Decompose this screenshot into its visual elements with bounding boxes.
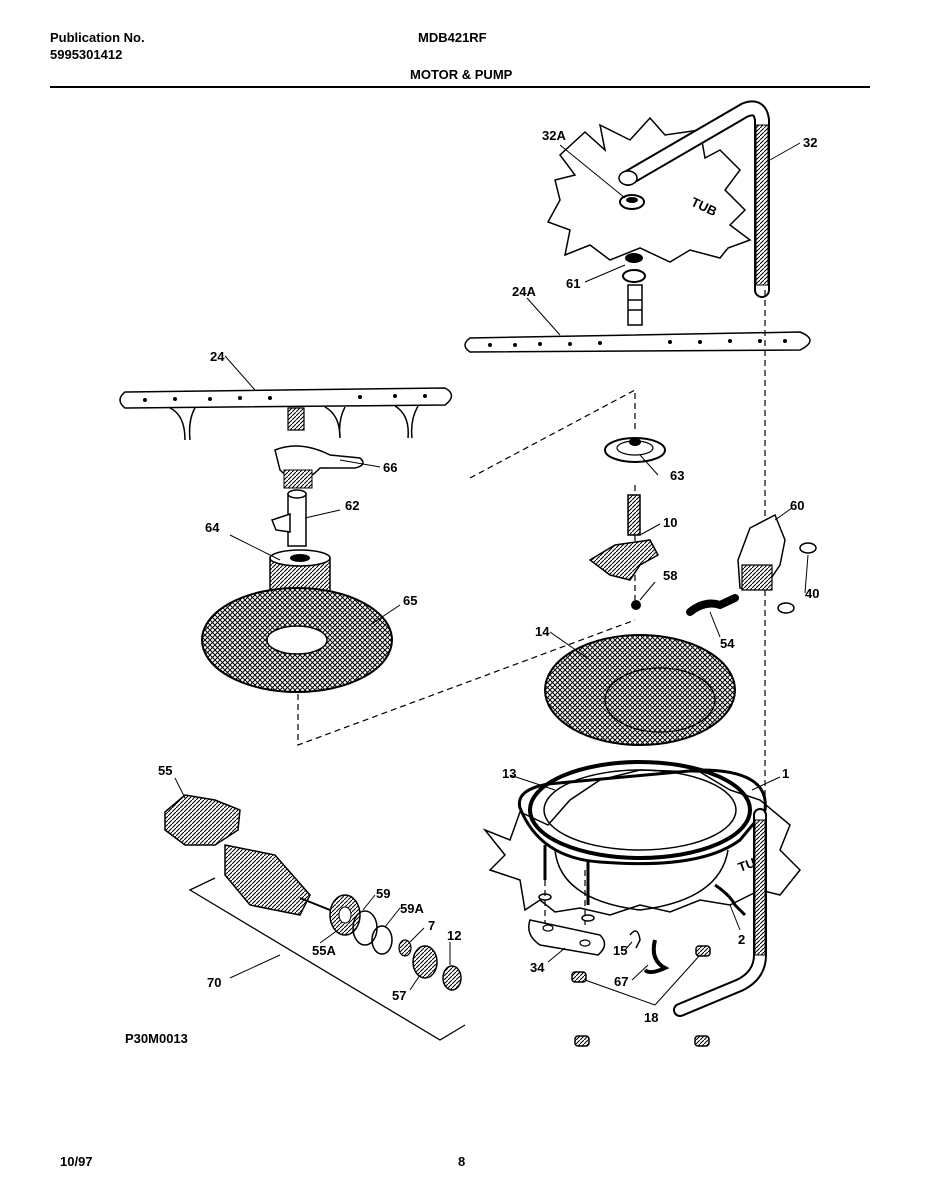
drain-tube [673,808,767,1017]
part-66 [274,445,364,489]
tub-text-upper: TUB [689,194,720,219]
pump-bowl [554,849,729,911]
leader-lines [174,142,809,1006]
label-55: 55 [158,763,172,778]
part-10 [588,494,660,581]
motor-70 [224,844,331,916]
label-14: 14 [535,624,550,639]
label-18: 18 [644,1010,658,1025]
lower-spray-arm-24 [119,387,453,441]
part-62 [271,489,307,547]
label-10: 10 [663,515,677,530]
label-60: 60 [790,498,804,513]
label-57: 57 [392,988,406,1003]
label-13: 13 [502,766,516,781]
seal-55a [329,894,361,936]
wire-2 [714,883,747,917]
part-64 [269,549,331,593]
label-67: 67 [614,974,628,989]
label-24: 24 [210,349,225,364]
oring-59a [371,925,393,955]
label-32a: 32A [542,128,566,143]
label-7: 7 [428,918,435,933]
label-62: 62 [345,498,359,513]
motor-cap-55 [164,794,241,846]
hose-67 [643,939,670,975]
header-rule [50,86,870,88]
upper-spray-arm-24a [464,284,811,353]
nuts-18 [571,945,711,1047]
bearing-61 [622,253,646,283]
label-63: 63 [670,468,684,483]
filter-screen-65 [201,587,393,693]
publication-number: 5995301412 [50,47,123,62]
heater-element-1 [517,768,767,866]
model-number: MDB421RF [418,30,487,45]
label-40: 40 [805,586,819,601]
label-2: 2 [738,932,745,947]
footer-page-number: 8 [458,1154,466,1169]
label-58: 58 [663,568,677,583]
label-15: 15 [613,943,627,958]
section-title: MOTOR & PUMP [410,67,513,82]
label-32: 32 [803,135,817,150]
publication-label: Publication No. [50,30,145,45]
part-58 [631,600,641,610]
label-34: 34 [530,960,545,975]
label-1: 1 [782,766,789,781]
label-66: 66 [383,460,397,475]
label-59a: 59A [400,901,424,916]
filter-14 [544,634,736,746]
valve-60 [737,513,786,591]
label-64: 64 [205,520,220,535]
figure-code: P30M0013 [125,1031,188,1046]
label-24a: 24A [512,284,536,299]
upper-tub-fragment: TUB [546,116,752,263]
part-labels: 32A 32 61 24A 24 66 63 62 60 10 64 58 40… [158,128,819,1025]
label-70: 70 [207,975,221,990]
label-54: 54 [720,636,735,651]
screws [538,845,595,922]
part-40 [777,542,817,614]
label-65: 65 [403,593,417,608]
label-55a: 55A [312,943,336,958]
part-63 [604,437,666,463]
feed-tube-32 [618,100,770,298]
lower-tub-fragment: TUB [482,769,802,916]
label-12: 12 [447,928,461,943]
part-12 [442,965,462,991]
gasket-13 [528,760,752,860]
part-7 [398,939,412,957]
clip-15 [629,930,641,949]
footer-date: 10/97 [60,1154,93,1169]
impeller-57 [412,945,438,979]
bracket-line-70 [188,877,466,1041]
hose-54 [686,594,739,616]
bracket-34 [528,919,606,956]
label-59: 59 [376,886,390,901]
tube-nut-32a [619,194,645,210]
label-61: 61 [566,276,580,291]
